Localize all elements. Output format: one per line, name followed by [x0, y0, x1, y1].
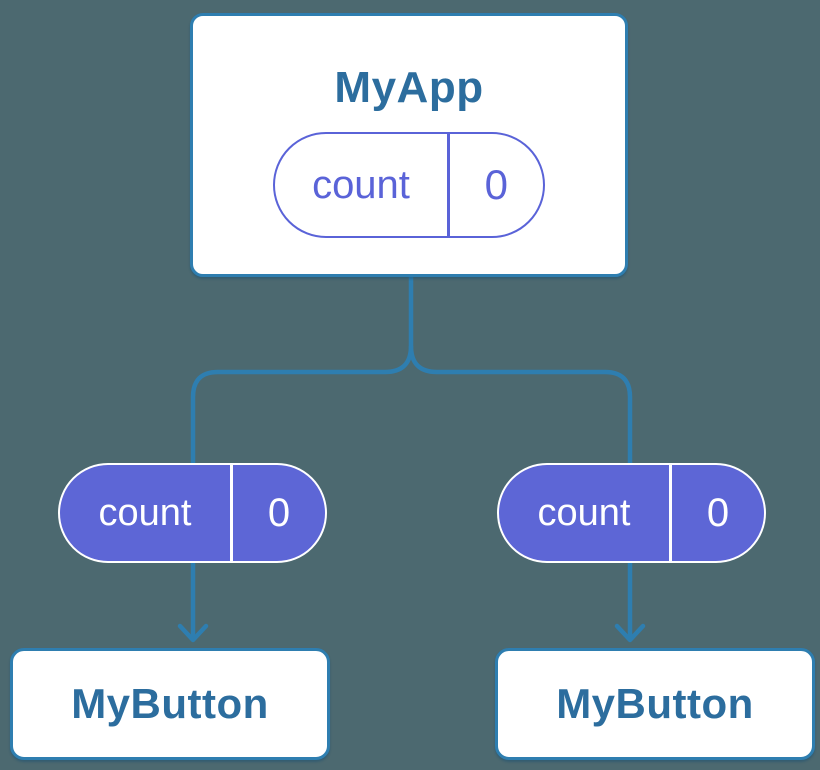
node-title: MyButton	[556, 680, 754, 727]
node-title: MyButton	[71, 680, 269, 727]
connector-branch-left	[190, 345, 414, 638]
node-title: MyApp	[334, 63, 484, 112]
connector-branch-right	[408, 345, 633, 638]
prop-name: count	[537, 491, 631, 534]
prop-pill-count-left: count 0	[58, 463, 327, 563]
node-mybutton-right: MyButton	[495, 648, 815, 760]
pill-divider	[669, 465, 672, 561]
state-pill-count: count 0	[273, 132, 545, 238]
pill-divider	[230, 465, 233, 561]
prop-value: 0	[706, 490, 730, 535]
state-name: count	[312, 162, 410, 207]
pill-divider	[447, 134, 450, 236]
node-mybutton-left: MyButton	[10, 648, 330, 760]
arrow-down-icon	[177, 623, 209, 643]
connector-lines	[177, 275, 646, 643]
prop-pill-count-right: count 0	[497, 463, 766, 563]
state-value: 0	[484, 161, 508, 208]
arrow-down-icon	[614, 623, 646, 643]
prop-name: count	[98, 491, 192, 534]
prop-value: 0	[267, 490, 291, 535]
node-myapp: MyApp count 0	[190, 13, 628, 277]
